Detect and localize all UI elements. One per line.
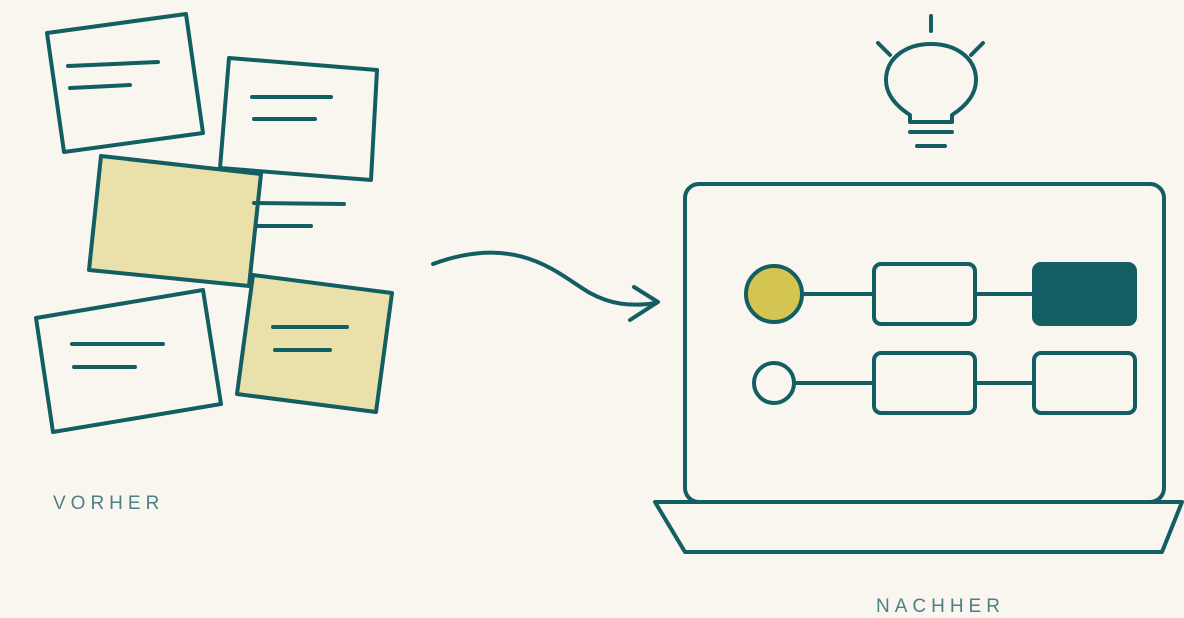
note-card bbox=[218, 56, 379, 182]
after-label: NACHHER bbox=[876, 596, 1005, 617]
note-line bbox=[252, 201, 346, 206]
flow-step-box-active bbox=[1032, 262, 1137, 326]
scattered-notes bbox=[34, 12, 394, 434]
sticky-note bbox=[235, 273, 394, 414]
arrow-icon bbox=[431, 250, 660, 322]
note-card bbox=[45, 12, 205, 154]
note-card bbox=[34, 288, 223, 434]
sticky-note bbox=[87, 154, 263, 288]
flow-start-dot bbox=[744, 264, 804, 324]
before-label: VORHER bbox=[53, 493, 165, 514]
flow-row-1 bbox=[744, 262, 1137, 326]
lightbulb-icon bbox=[876, 14, 985, 148]
flow-step-box bbox=[872, 262, 977, 326]
flow-step-box bbox=[1032, 351, 1137, 415]
flow-row-2 bbox=[752, 351, 1137, 415]
flow-step-box bbox=[872, 351, 977, 415]
flow-start-dot bbox=[752, 361, 796, 405]
